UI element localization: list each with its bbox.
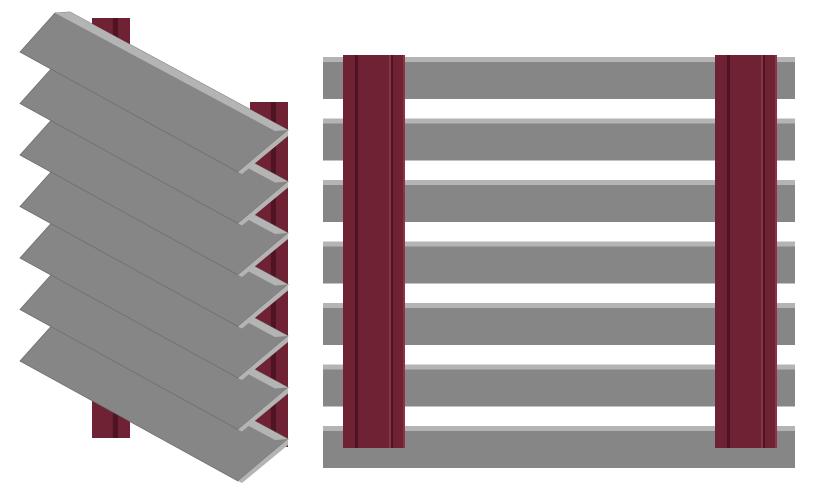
front-post-body (715, 55, 777, 448)
iso-blade-lip (238, 233, 288, 277)
iso-post-groove (270, 102, 276, 447)
front-post-edge (775, 55, 777, 448)
iso-blade-lip (238, 439, 288, 483)
front-blade-top-edge (323, 180, 795, 185)
iso-blade-lip (238, 336, 288, 380)
front-post (715, 55, 777, 448)
front-elevation-view (323, 55, 795, 468)
iso-blade-top-edge (55, 12, 288, 131)
front-post-groove (391, 55, 393, 448)
front-blade-top-edge (323, 118, 795, 124)
front-blade-top-edge (323, 364, 795, 370)
isometric-view (19, 11, 289, 483)
front-post-groove (727, 55, 730, 448)
front-blade-top-edge (323, 241, 795, 247)
front-blade-top-edge (323, 426, 795, 431)
front-post-groove (389, 55, 391, 448)
front-post-groove (355, 55, 358, 448)
front-blade-top-edge (323, 57, 795, 62)
front-post (343, 55, 405, 448)
front-post-body (343, 55, 405, 448)
iso-blade-lip (238, 387, 288, 432)
iso-blade-lip (238, 284, 288, 329)
iso-blade-lip (238, 181, 288, 226)
front-post-groove (763, 55, 765, 448)
front-blade-top-edge (323, 303, 795, 308)
front-post-groove (761, 55, 763, 448)
iso-blade (19, 11, 289, 174)
front-post-edge (403, 55, 405, 448)
iso-blade-lip (238, 130, 288, 174)
